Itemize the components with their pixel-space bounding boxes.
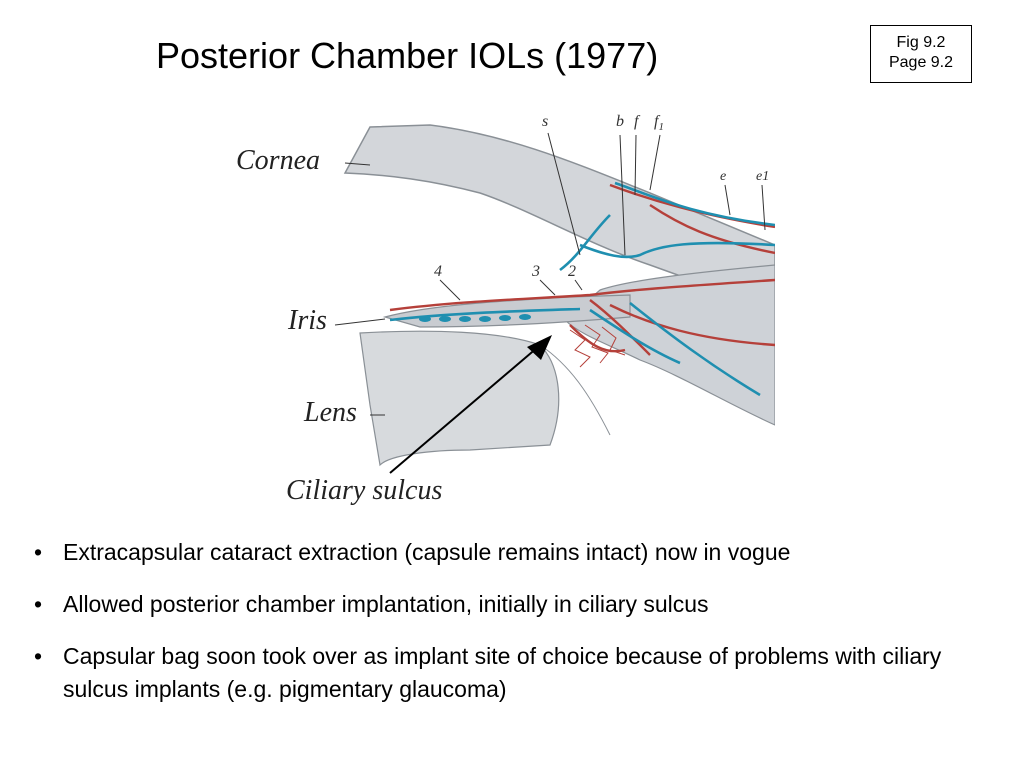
cornea-label: Cornea bbox=[236, 145, 320, 176]
eye-anatomy-illustration: Cornea Iris Lens Ciliary sulcus s b f f1… bbox=[230, 105, 775, 510]
label-2: 2 bbox=[568, 263, 576, 280]
label-f: f bbox=[634, 113, 639, 130]
figure-reference-box: Fig 9.2 Page 9.2 bbox=[870, 25, 972, 83]
lens-shape bbox=[359, 330, 560, 467]
bullet-item: •Capsular bag soon took over as implant … bbox=[34, 643, 942, 702]
label-e: e bbox=[720, 169, 727, 184]
bullet-item: •Extracapsular cataract extraction (caps… bbox=[34, 539, 791, 565]
label-e1: e1 bbox=[756, 169, 770, 184]
ciliary-capillaries bbox=[569, 324, 626, 368]
label-3: 3 bbox=[532, 263, 540, 280]
label-b: b bbox=[616, 113, 624, 130]
artery-vessels bbox=[389, 183, 775, 356]
lens-label: Lens bbox=[304, 397, 357, 428]
cornea-shape bbox=[343, 124, 775, 311]
label-s: s bbox=[542, 113, 549, 130]
ciliary-sulcus-label: Ciliary sulcus bbox=[286, 475, 443, 506]
vein-vessels bbox=[389, 181, 775, 397]
iris-label: Iris bbox=[288, 305, 327, 336]
slide-title: Posterior Chamber IOLs (1977) bbox=[156, 35, 659, 76]
anatomy-drawing bbox=[334, 105, 775, 510]
page-number: Page 9.2 bbox=[888, 54, 954, 71]
label-f1: f1 bbox=[654, 113, 664, 134]
leader-lines bbox=[334, 132, 766, 416]
label-4: 4 bbox=[434, 263, 442, 280]
figure-number: Fig 9.2 bbox=[896, 34, 946, 51]
bullet-list: •Extracapsular cataract extraction (caps… bbox=[34, 536, 994, 725]
ciliary-sulcus-arrow bbox=[389, 335, 552, 474]
bullet-item: •Allowed posterior chamber implantation,… bbox=[34, 591, 709, 617]
